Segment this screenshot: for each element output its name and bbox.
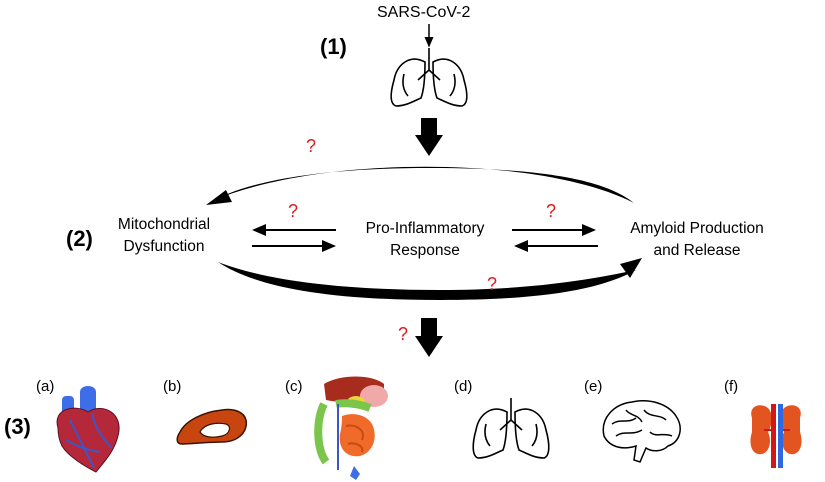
node-left-line-2: Dysfunction [123,238,205,255]
question-mark-bottom-arc: ? [487,274,498,294]
node-pro-inflammatory-response: Pro-Inflammatory Response [350,218,500,262]
question-mark-outcome: ? [398,324,409,344]
step-1-label: (1) [320,34,347,59]
top-lungs-icon [390,48,468,107]
organ-label-f: (f) [724,378,739,395]
virus-label: SARS-CoV-2 [377,4,471,21]
node-left-line-1: Mitochondrial [117,216,211,233]
node-center-line-2: Response [390,242,460,259]
top-arc-arrowhead [206,190,232,205]
question-mark-right-arrows: ? [546,201,557,221]
top-cycle-arc [212,166,634,203]
node-mitochondrial-dysfunction: Mitochondrial Dysfunction [108,214,220,258]
organ-label-e: (e) [584,378,603,395]
digestive-system-icon [314,376,388,480]
big-arrow-1 [415,118,443,156]
node-right-line-1: Amyloid Production [630,220,764,237]
brain-icon [602,400,681,463]
kidneys-icon [750,404,802,468]
step-2-label: (2) [66,226,93,251]
organ-label-c: (c) [285,378,303,395]
node-amyloid-production-release: Amyloid Production and Release [612,218,782,262]
organ-label-b: (b) [163,378,182,395]
bottom-arc-arrowhead [620,258,642,278]
pancreas-icon [176,408,247,445]
organ-label-d: (d) [454,378,473,395]
node-right-line-2: and Release [653,242,741,259]
heart-icon [56,386,120,473]
question-mark-left-arrows: ? [288,201,299,221]
lungs-icon [472,398,550,459]
bottom-cycle-arc [218,262,636,300]
question-mark-top-arc: ? [306,136,317,156]
node-center-line-1: Pro-Inflammatory [365,220,485,237]
organ-label-a: (a) [36,378,55,395]
big-arrow-2 [415,318,443,357]
step-3-label: (3) [4,414,31,439]
